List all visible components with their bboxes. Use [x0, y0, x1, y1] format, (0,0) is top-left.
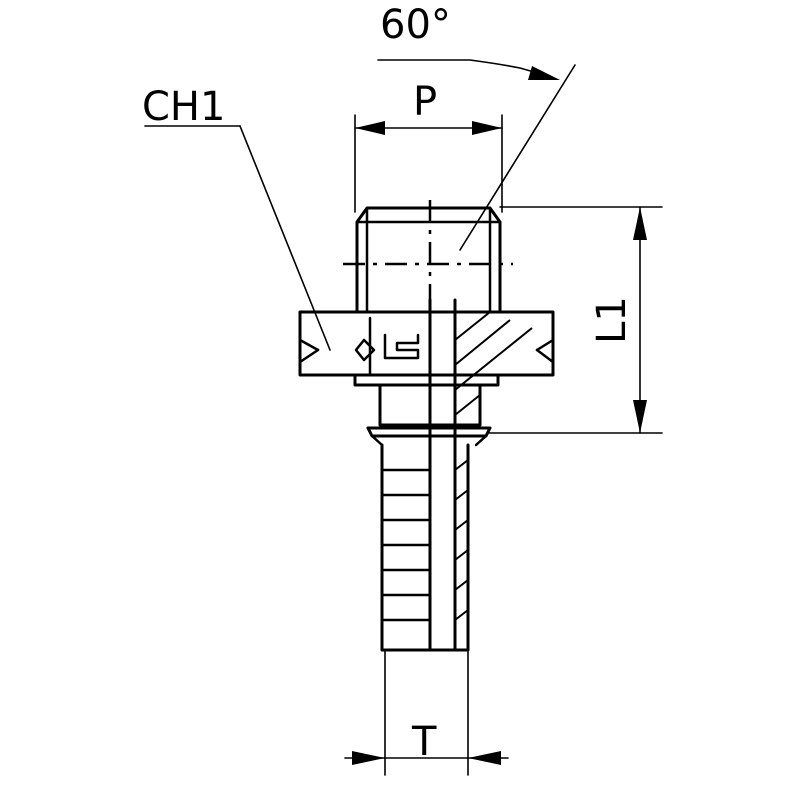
length-dimension — [487, 206, 663, 434]
fitting-body — [298, 206, 555, 652]
thread-label: P — [413, 79, 437, 125]
hex-label: CH1 — [142, 84, 225, 130]
thread-dimension — [354, 114, 503, 213]
section-hatching — [454, 311, 533, 621]
angle-label: 60° — [380, 2, 451, 48]
hex-leader — [144, 125, 331, 351]
tail-dimension — [344, 649, 509, 776]
length-label: L1 — [589, 296, 635, 344]
angle-leader — [377, 59, 576, 251]
